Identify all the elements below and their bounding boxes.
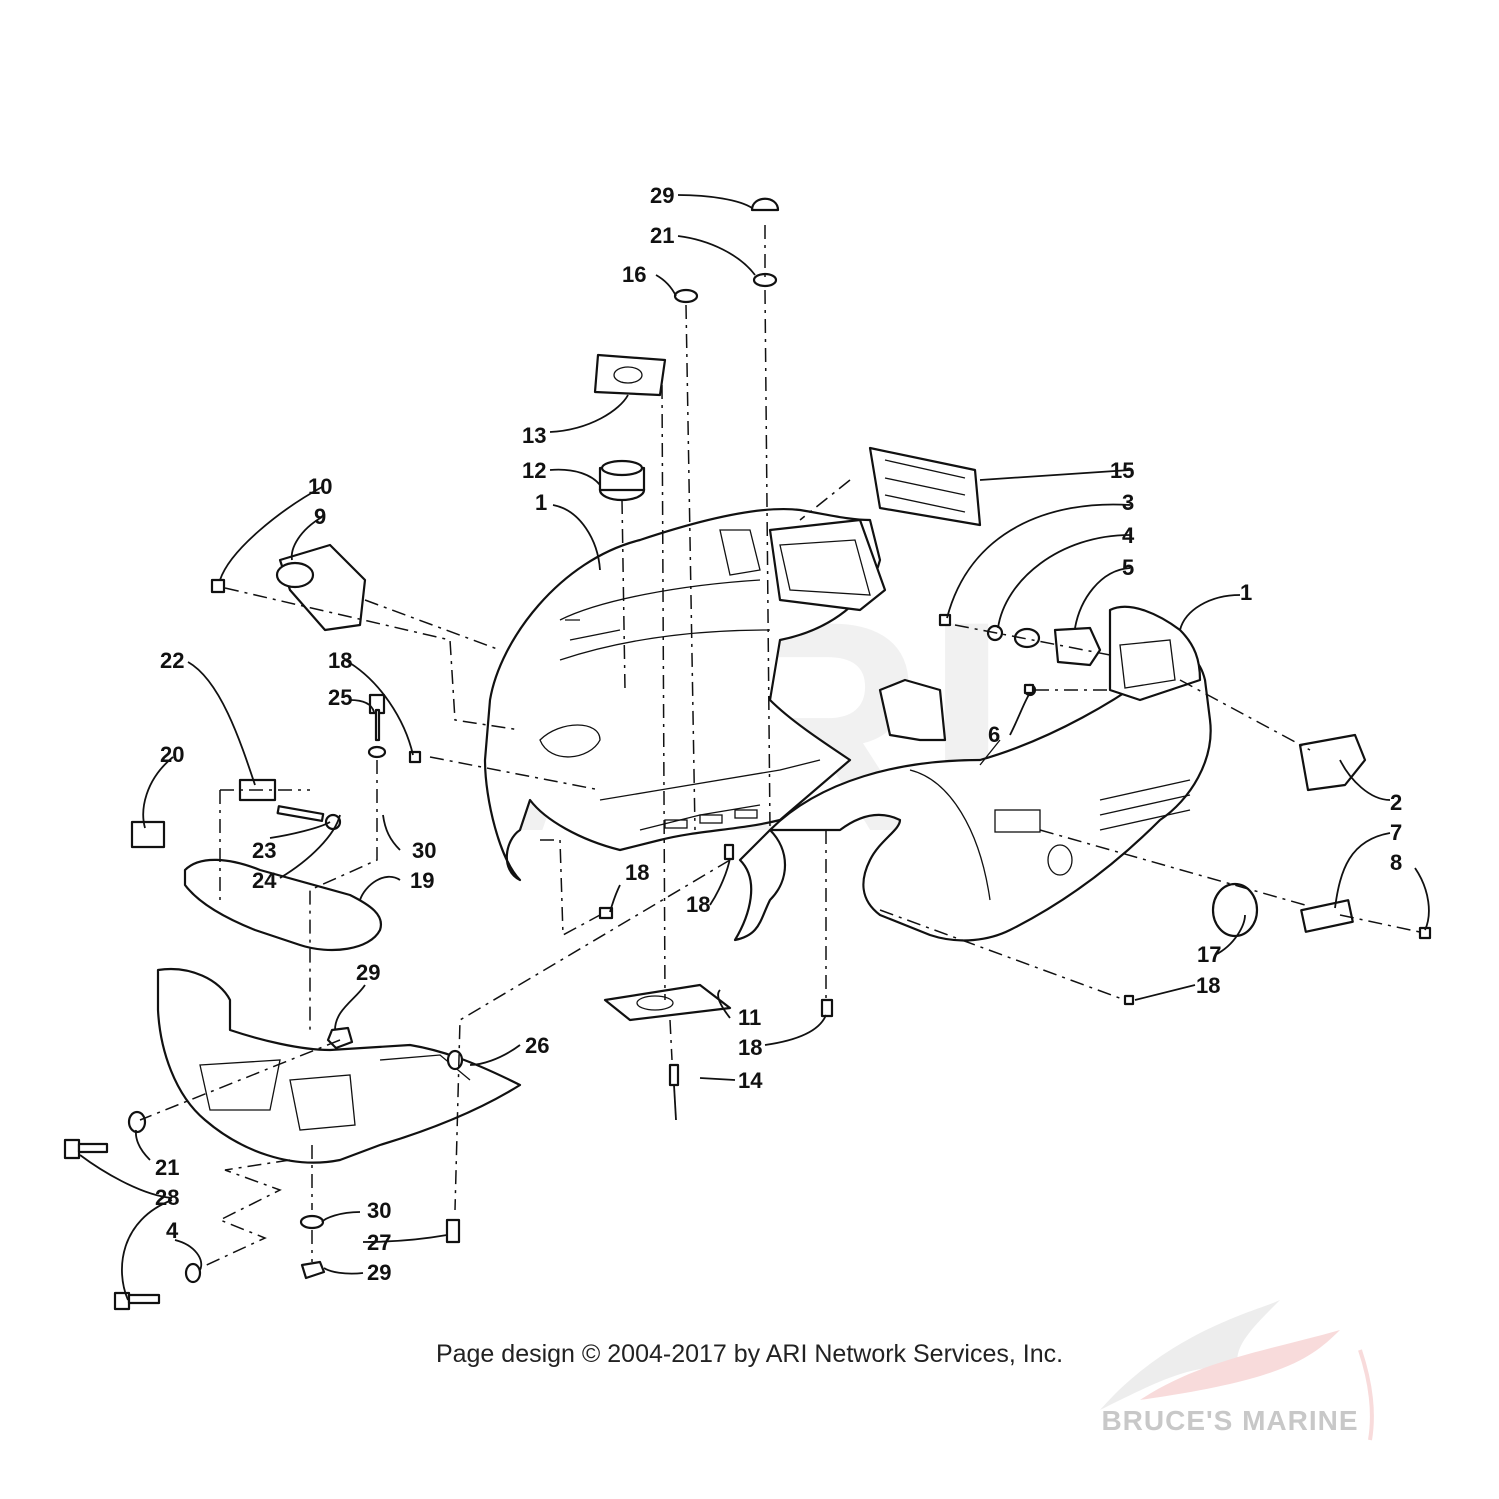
callout-29-c: 29 [367,1260,391,1285]
callout-22: 22 [160,648,184,673]
callout-2: 2 [1390,790,1402,815]
callout-10: 10 [308,474,332,499]
marine-logo-watermark [1100,1300,1374,1441]
callout-15: 15 [1110,458,1134,483]
callout-labels: 29 21 16 13 12 1 15 3 4 5 1 10 9 22 18 2… [155,183,1402,1285]
callout-20: 20 [160,742,184,767]
cap-and-plate-parts [593,353,667,502]
callout-11: 11 [738,1005,761,1030]
callout-4: 4 [1122,523,1135,548]
callout-24: 24 [252,868,277,893]
callout-16: 16 [622,262,646,287]
callout-21: 21 [650,223,674,248]
callout-7: 7 [1390,820,1402,845]
callout-18: 18 [328,648,352,673]
copyright-text: Page design © 2004-2017 by ARI Network S… [435,1340,1064,1368]
callout-23: 23 [252,838,276,863]
leader-lines [139,225,1421,1269]
side-panel-part [733,605,1212,942]
callout-5: 5 [1122,555,1134,580]
marine-watermark-text: BRUCE'S MARINE [1101,1405,1359,1436]
callout-18-b: 18 [625,860,649,885]
bumper-part [130,778,383,952]
callout-9: 9 [314,504,326,529]
skid-plate-part [156,967,522,1164]
callout-18-c: 18 [686,892,710,917]
base-plate-part [603,983,732,1022]
callout-30-b: 30 [367,1198,391,1223]
callout-21-b: 21 [155,1155,179,1180]
mount-part [275,543,367,632]
callout-26: 26 [525,1033,549,1058]
callout-leaders [79,194,1430,1301]
callout-18-d: 18 [1196,973,1220,998]
callout-19: 19 [410,868,434,893]
callout-4-b: 4 [166,1218,179,1243]
callout-27: 27 [367,1230,391,1255]
callout-1: 1 [535,490,547,515]
callout-6: 6 [988,722,1000,747]
fasteners [63,197,1432,1311]
callout-17: 17 [1197,942,1221,967]
callout-18-e: 18 [738,1035,762,1060]
callout-25: 25 [328,685,352,710]
grille-part [868,446,982,527]
callout-3: 3 [1122,490,1134,515]
callout-30: 30 [412,838,436,863]
callout-8: 8 [1390,850,1402,875]
callout-12: 12 [522,458,546,483]
callout-13: 13 [522,423,546,448]
callout-29: 29 [650,183,674,208]
callout-28: 28 [155,1185,179,1210]
callout-14: 14 [738,1068,763,1093]
small-parts [986,624,1367,938]
callout-1-right: 1 [1240,580,1252,605]
callout-29-b: 29 [356,960,380,985]
